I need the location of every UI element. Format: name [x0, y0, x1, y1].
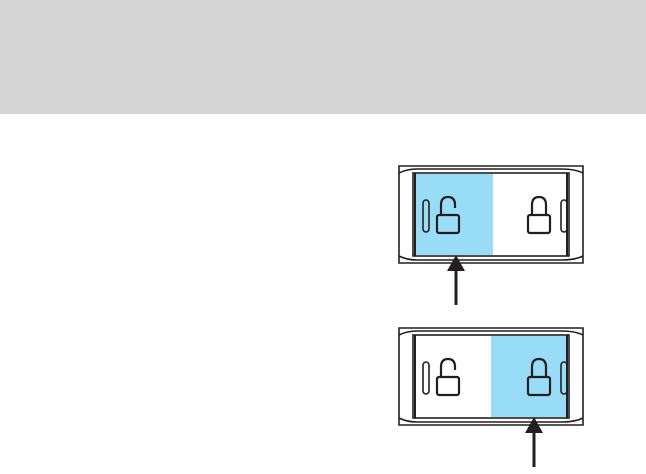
up-arrow-icon: [446, 255, 466, 305]
power-door-lock-switch-lock-pressed: [395, 325, 587, 428]
power-door-lock-switch-unlock-pressed: [395, 163, 587, 266]
up-arrow-icon: [524, 417, 544, 467]
header-band: [0, 0, 646, 114]
